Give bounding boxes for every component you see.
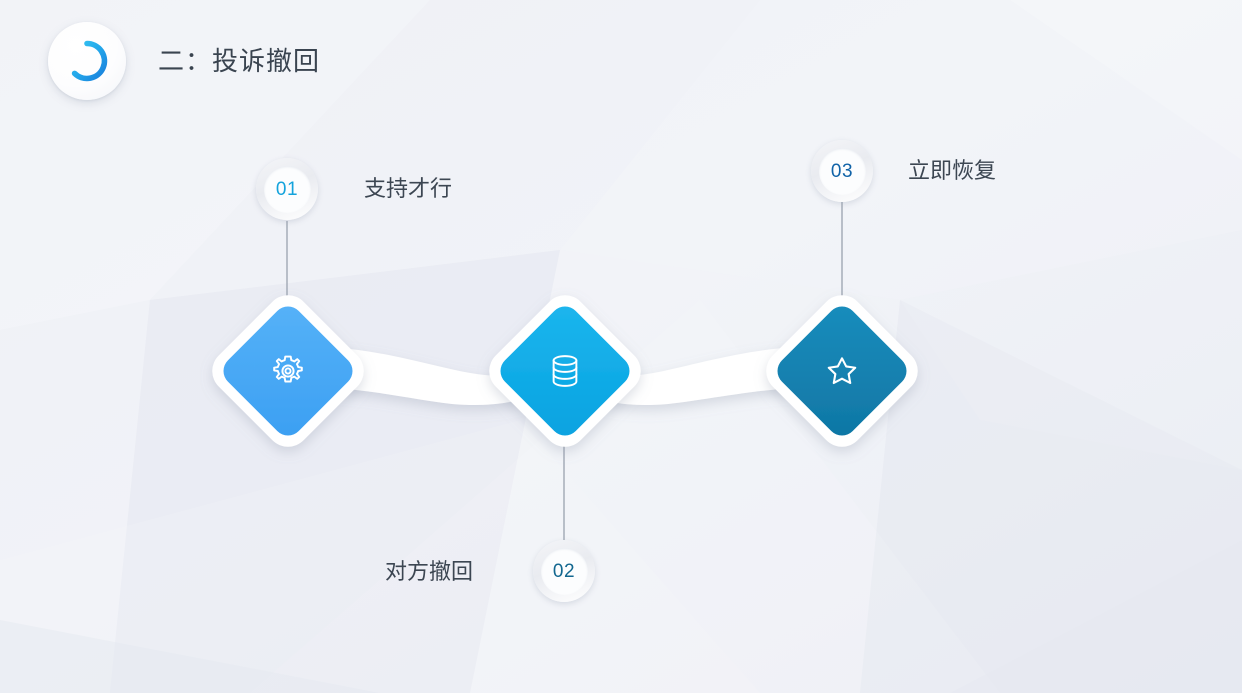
step-label-02: 对方撤回: [385, 559, 474, 584]
step-number-01: 01: [275, 178, 299, 200]
step-label-03: 立即恢复: [908, 158, 997, 183]
page-title: 二：投诉撤回: [158, 46, 321, 76]
step-marker-02[interactable]: 02: [533, 540, 595, 602]
step-number-02: 02: [552, 560, 576, 582]
slide-header: 二：投诉撤回: [48, 22, 320, 100]
step-number-03: 03: [830, 160, 854, 182]
step-marker-inner: 01: [263, 165, 311, 213]
step-marker-01[interactable]: 01: [256, 158, 318, 220]
step-marker-inner: 03: [818, 147, 866, 195]
ring-logo-icon: [64, 38, 110, 84]
step-marker-03[interactable]: 03: [811, 140, 873, 202]
step-label-01: 支持才行: [364, 176, 453, 201]
step-marker-inner: 02: [540, 547, 588, 595]
logo-badge: [48, 22, 126, 100]
